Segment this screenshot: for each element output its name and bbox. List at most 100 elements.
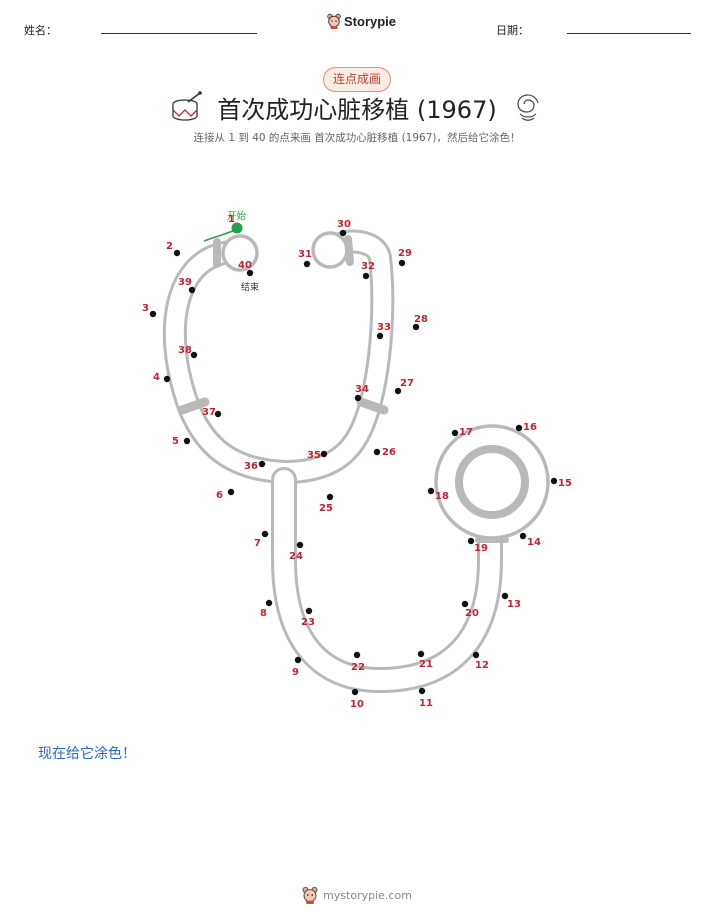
dot-label-21: 21 [419, 659, 433, 670]
dot-label-38: 38 [178, 345, 192, 356]
dot-40[interactable] [246, 269, 254, 277]
end-label: 结束 [241, 281, 259, 293]
dot-7[interactable] [261, 530, 269, 538]
dot-label-14: 14 [527, 537, 541, 548]
dot-8[interactable] [265, 599, 273, 607]
dot-10[interactable] [351, 688, 359, 696]
dot-label-15: 15 [558, 478, 572, 489]
date-field[interactable] [567, 33, 691, 34]
dot-12[interactable] [472, 651, 480, 659]
dot-label-5: 5 [172, 436, 179, 447]
dot-label-10: 10 [350, 699, 364, 710]
dot-21[interactable] [417, 650, 425, 658]
dot-25[interactable] [326, 493, 334, 501]
storypie-logo-icon [327, 13, 341, 29]
dot-39[interactable] [188, 286, 196, 294]
dot-label-1: 1 [228, 214, 235, 225]
dot-label-12: 12 [475, 660, 489, 671]
dot-label-35: 35 [307, 450, 321, 461]
dot-4[interactable] [163, 375, 171, 383]
dot-9[interactable] [294, 656, 302, 664]
dot-38[interactable] [190, 351, 198, 359]
drum-icon [172, 91, 202, 121]
dot-label-18: 18 [435, 491, 449, 502]
dot-label-27: 27 [400, 378, 414, 389]
dot-label-11: 11 [419, 698, 433, 709]
dot-label-29: 29 [398, 248, 412, 259]
dot-22[interactable] [353, 651, 361, 659]
dot-label-16: 16 [523, 422, 537, 433]
name-field[interactable] [101, 33, 257, 34]
fossil-icon [517, 94, 539, 121]
dot-16[interactable] [515, 424, 523, 432]
instructions: 连接从 1 到 40 的点来画 首次成功心脏移植 (1967)，然后给它涂色！ [193, 132, 521, 144]
dot-33[interactable] [376, 332, 384, 340]
dot-26[interactable] [373, 448, 381, 456]
dot-label-25: 25 [319, 503, 333, 514]
dot-label-30: 30 [337, 219, 351, 230]
dot-27[interactable] [394, 387, 402, 395]
dot-label-20: 20 [465, 608, 479, 619]
footer: mystorypie.com [0, 886, 714, 904]
dot-label-28: 28 [414, 314, 428, 325]
brand-name: Storypie [344, 13, 397, 29]
dot-label-24: 24 [289, 551, 303, 562]
brand: Storypie [327, 13, 396, 29]
dot-label-8: 8 [260, 608, 267, 619]
dot-37[interactable] [214, 410, 222, 418]
dot-32[interactable] [362, 272, 370, 280]
dot-20[interactable] [461, 600, 469, 608]
dot-11[interactable] [418, 687, 426, 695]
dot-17[interactable] [451, 429, 459, 437]
dot-13[interactable] [501, 592, 509, 600]
dot-30[interactable] [339, 229, 347, 237]
dot-label-36: 36 [244, 461, 258, 472]
dot-label-32: 32 [361, 261, 375, 272]
dot-label-39: 39 [178, 277, 192, 288]
date-label: 日期： [496, 24, 529, 37]
dot-18[interactable] [427, 487, 435, 495]
dot-2[interactable] [173, 249, 181, 257]
dot-14[interactable] [519, 532, 527, 540]
dot-label-23: 23 [301, 617, 315, 628]
stethoscope-outline [162, 229, 550, 693]
dot-5[interactable] [183, 437, 191, 445]
dot-3[interactable] [149, 310, 157, 318]
dot-1[interactable] [231, 222, 243, 234]
dot-28[interactable] [412, 323, 420, 331]
dot-label-17: 17 [459, 427, 473, 438]
dot-15[interactable] [550, 477, 558, 485]
footer-site: mystorypie.com [323, 888, 412, 902]
dot-label-40: 40 [238, 260, 252, 271]
dot-label-7: 7 [254, 538, 261, 549]
start-pointer [203, 230, 234, 242]
dot-label-9: 9 [292, 667, 299, 678]
dot-label-34: 34 [355, 384, 369, 395]
storypie-logo-icon [302, 886, 318, 904]
dot-19[interactable] [467, 537, 475, 545]
dot-label-6: 6 [216, 490, 223, 501]
start-label: 开始 [227, 210, 247, 222]
dot-label-33: 33 [377, 322, 391, 333]
dot-label-19: 19 [474, 543, 488, 554]
dot-label-22: 22 [351, 662, 365, 673]
dot-6[interactable] [227, 488, 235, 496]
category-badge: 连点成画 [323, 67, 391, 92]
page-title: 首次成功心脏移植 (1967) [217, 96, 497, 124]
dot-35[interactable] [320, 450, 328, 458]
dot-label-3: 3 [142, 303, 149, 314]
dot-23[interactable] [305, 607, 313, 615]
color-prompt: 现在给它涂色！ [38, 746, 136, 762]
dot-label-2: 2 [166, 241, 173, 252]
dot-31[interactable] [303, 260, 311, 268]
dot-24[interactable] [296, 541, 304, 549]
dot-29[interactable] [398, 259, 406, 267]
dot-label-4: 4 [153, 372, 160, 383]
dot-label-13: 13 [507, 599, 521, 610]
dot-label-31: 31 [298, 249, 312, 260]
dot-36[interactable] [258, 460, 266, 468]
dot-label-26: 26 [382, 447, 396, 458]
dot-34[interactable] [354, 394, 362, 402]
